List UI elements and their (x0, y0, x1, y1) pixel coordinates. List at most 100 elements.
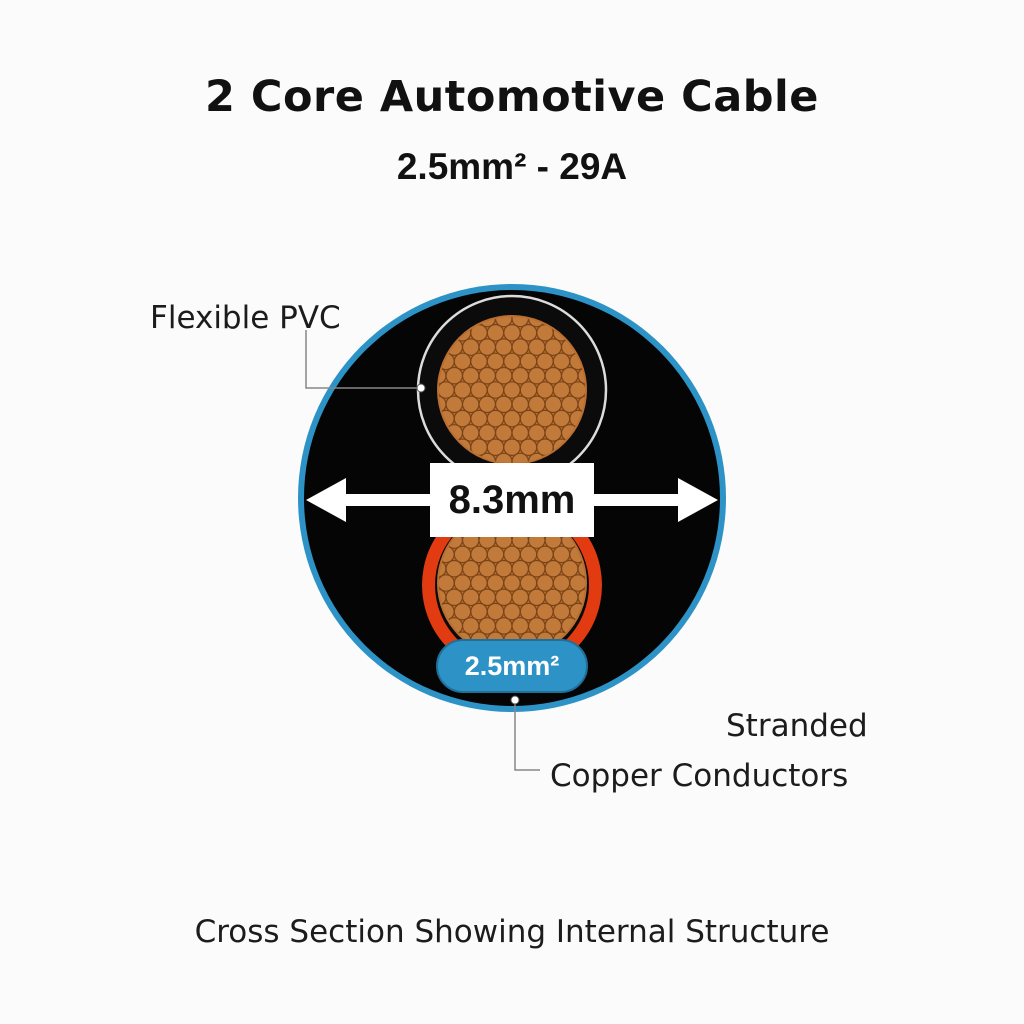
copper-strand (536, 574, 554, 592)
copper-leader-line (514, 703, 540, 771)
copper-strand (478, 424, 497, 442)
diameter-label: 8.3mm (430, 463, 594, 537)
copper-strand (577, 559, 585, 578)
copper-strand (511, 338, 530, 356)
copper-strand (453, 381, 472, 399)
copper-strand (527, 424, 546, 442)
diagram-subtitle: 2.5mm² - 29A (396, 146, 628, 187)
pvc-leader-dot (416, 383, 426, 393)
copper-strand (486, 574, 505, 592)
copper-strand (453, 574, 472, 592)
copper-strand (552, 352, 571, 371)
copper-strand (519, 545, 538, 564)
copper-strand (486, 381, 505, 399)
copper-strand (486, 409, 505, 428)
copper-strand (445, 559, 464, 578)
copper-strand (503, 381, 521, 399)
copper-strand (494, 424, 513, 442)
copper-strand (453, 545, 472, 564)
copper-strand (527, 338, 546, 356)
copper-strand (445, 366, 464, 385)
copper-strand (519, 409, 538, 428)
copper-strand (470, 545, 488, 564)
conductor-label-line2: Copper Conductors (550, 758, 849, 794)
copper-strand (461, 395, 480, 414)
copper-strand (519, 352, 538, 371)
copper-strand (552, 409, 571, 428)
diagram-caption: Cross Section Showing Internal Structure (194, 914, 830, 950)
copper-strand (486, 545, 505, 564)
copper-strand (527, 395, 546, 414)
copper-strand (536, 352, 554, 371)
copper-strand (552, 381, 571, 399)
copper-strand (470, 352, 488, 371)
copper-strand (544, 588, 563, 607)
copper-strand (503, 602, 521, 621)
pvc-leader-line (305, 330, 420, 389)
copper-strand (470, 409, 488, 428)
copper-strand (461, 424, 480, 442)
copper-strand (470, 574, 488, 592)
copper-strand (486, 323, 505, 342)
copper-strand (453, 409, 472, 428)
insulation-label: Flexible PVC (150, 300, 341, 336)
copper-strand (494, 559, 513, 578)
copper-strand (503, 574, 521, 592)
copper-strand (511, 617, 530, 635)
copper-strand (445, 588, 464, 607)
copper-strand (503, 323, 521, 342)
copper-strand (461, 559, 480, 578)
copper-strand (519, 574, 538, 592)
copper-strand (527, 366, 546, 385)
copper-strand (445, 395, 464, 414)
copper-strand (494, 338, 513, 356)
copper-strand (536, 381, 554, 399)
copper-strand (536, 409, 554, 428)
copper-strand (511, 424, 530, 442)
copper-strand (560, 588, 579, 607)
copper-strand (478, 366, 497, 385)
diameter-arrow (306, 478, 718, 522)
copper-strand (478, 338, 497, 356)
copper-strand (486, 438, 505, 456)
copper-strand (511, 588, 530, 607)
copper-strand (494, 366, 513, 385)
copper-strand (519, 323, 538, 342)
copper-strand (486, 602, 505, 621)
copper-strand (494, 395, 513, 414)
copper-strand (519, 602, 538, 621)
copper-strand (453, 352, 472, 371)
copper-strand (544, 559, 563, 578)
copper-strand (503, 409, 521, 428)
copper-strand (560, 559, 579, 578)
copper-strand (569, 574, 585, 592)
copper-strand (577, 395, 585, 414)
copper-strand (511, 395, 530, 414)
copper-strand (536, 545, 554, 564)
copper-strand (439, 381, 455, 399)
copper-strand (503, 545, 521, 564)
copper-strand (560, 366, 579, 385)
copper-strand (439, 574, 455, 592)
conductor-label-line1: Stranded (726, 708, 868, 744)
copper-strand (544, 424, 563, 442)
copper-strand (544, 338, 563, 356)
copper-strand (494, 588, 513, 607)
copper-strand (527, 617, 546, 635)
copper-strand (486, 352, 505, 371)
diagram-title: 2 Core Automotive Cable (205, 72, 819, 122)
copper-strand (544, 617, 563, 635)
copper-strand (527, 588, 546, 607)
copper-strand (552, 574, 571, 592)
copper-strand (478, 588, 497, 607)
copper-strand (478, 617, 497, 635)
copper-strand (503, 438, 521, 456)
copper-strand (461, 366, 480, 385)
copper-strand (536, 602, 554, 621)
copper-strand (569, 381, 585, 399)
copper-strand (511, 559, 530, 578)
copper-strand (461, 588, 480, 607)
copper-strand (560, 395, 579, 414)
copper-strand (453, 602, 472, 621)
copper-strand (478, 395, 497, 414)
